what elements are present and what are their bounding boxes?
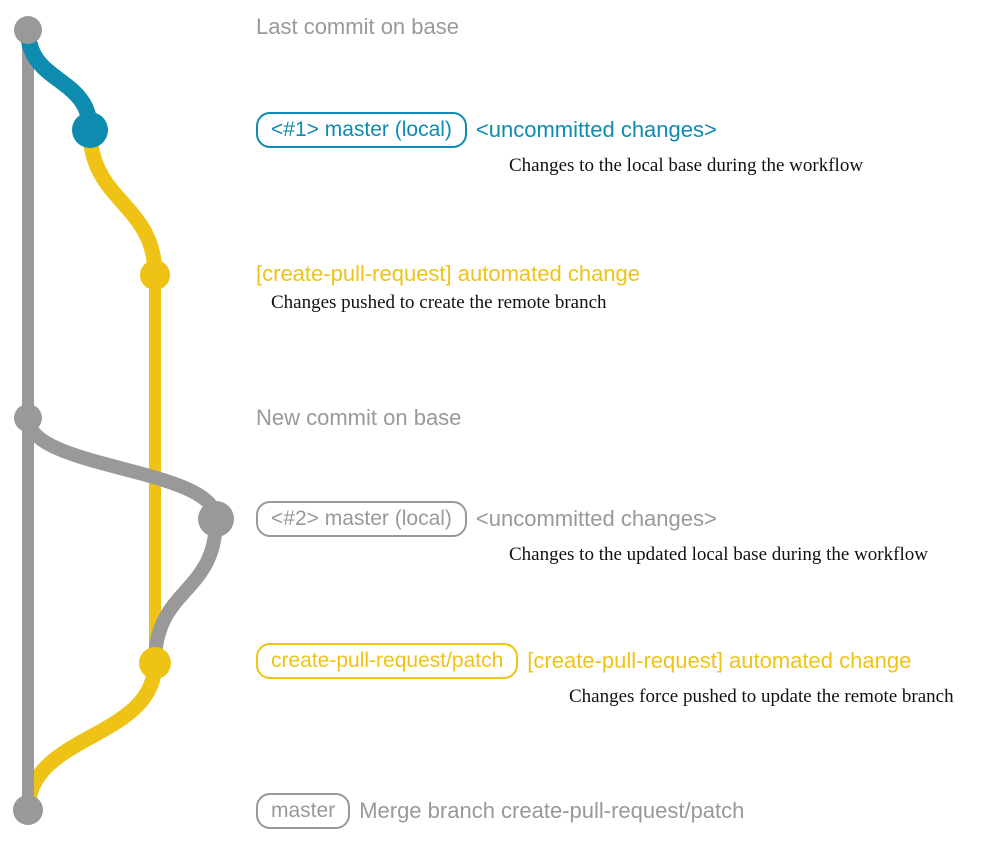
commit-headline: <#2> master (local) <uncommitted changes… — [256, 501, 928, 537]
commit-subject: New commit on base — [256, 405, 462, 430]
commit-row-last-commit-on-base: Last commit on base — [256, 16, 459, 38]
commit-headline: [create-pull-request] automated change — [256, 263, 640, 285]
commit-row-new-commit-on-base: New commit on base — [256, 407, 461, 429]
commit-node-local-change-1[interactable] — [72, 112, 108, 148]
commit-subject: Last commit on base — [256, 14, 459, 39]
commit-headline: master Merge branch create-pull-request/… — [256, 793, 744, 829]
commit-node-merge-commit[interactable] — [13, 795, 43, 825]
ref-pill-master-local-1[interactable]: <#1> master (local) — [256, 112, 467, 148]
commit-note: Changes to the local base during the wor… — [509, 155, 864, 176]
commit-subject: <uncommitted changes> — [475, 506, 717, 531]
commit-headline: Last commit on base — [256, 16, 459, 38]
commit-subject: <uncommitted changes> — [475, 117, 717, 142]
edge-local1-to-patch1 — [82, 122, 163, 283]
ref-pill-master-local-2[interactable]: <#2> master (local) — [256, 501, 467, 537]
commit-row-merge-commit: master Merge branch create-pull-request/… — [256, 793, 744, 829]
commit-row-automated-change-1: [create-pull-request] automated change C… — [256, 263, 640, 314]
edge-local2-to-patch2 — [148, 512, 223, 670]
commit-subject: [create-pull-request] automated change — [527, 648, 912, 673]
commit-node-automated-change-2[interactable] — [139, 647, 171, 679]
commit-note: Changes force pushed to update the remot… — [569, 686, 954, 707]
edge-base-to-local2 — [21, 411, 223, 526]
commit-node-local-change-2[interactable] — [198, 501, 234, 537]
commit-note: Changes pushed to create the remote bran… — [271, 292, 607, 313]
commit-subject: Merge branch create-pull-request/patch — [359, 798, 745, 823]
commit-node-automated-change-1[interactable] — [140, 260, 170, 290]
commit-row-local-change-1: <#1> master (local) <uncommitted changes… — [256, 112, 863, 177]
commit-row-local-change-2: <#2> master (local) <uncommitted changes… — [256, 501, 928, 566]
commit-headline: New commit on base — [256, 407, 461, 429]
commit-headline: create-pull-request/patch [create-pull-r… — [256, 643, 954, 679]
ref-pill-create-pull-request-patch[interactable]: create-pull-request/patch — [256, 643, 519, 679]
commit-note: Changes to the updated local base during… — [509, 544, 928, 565]
commit-node-last-commit-on-base[interactable] — [14, 16, 42, 44]
ref-pill-master[interactable]: master — [256, 793, 351, 829]
commit-row-automated-change-2: create-pull-request/patch [create-pull-r… — [256, 643, 954, 708]
commit-node-new-commit-on-base[interactable] — [14, 404, 42, 432]
commit-headline: <#1> master (local) <uncommitted changes… — [256, 112, 863, 148]
commit-subject: [create-pull-request] automated change — [256, 261, 641, 286]
